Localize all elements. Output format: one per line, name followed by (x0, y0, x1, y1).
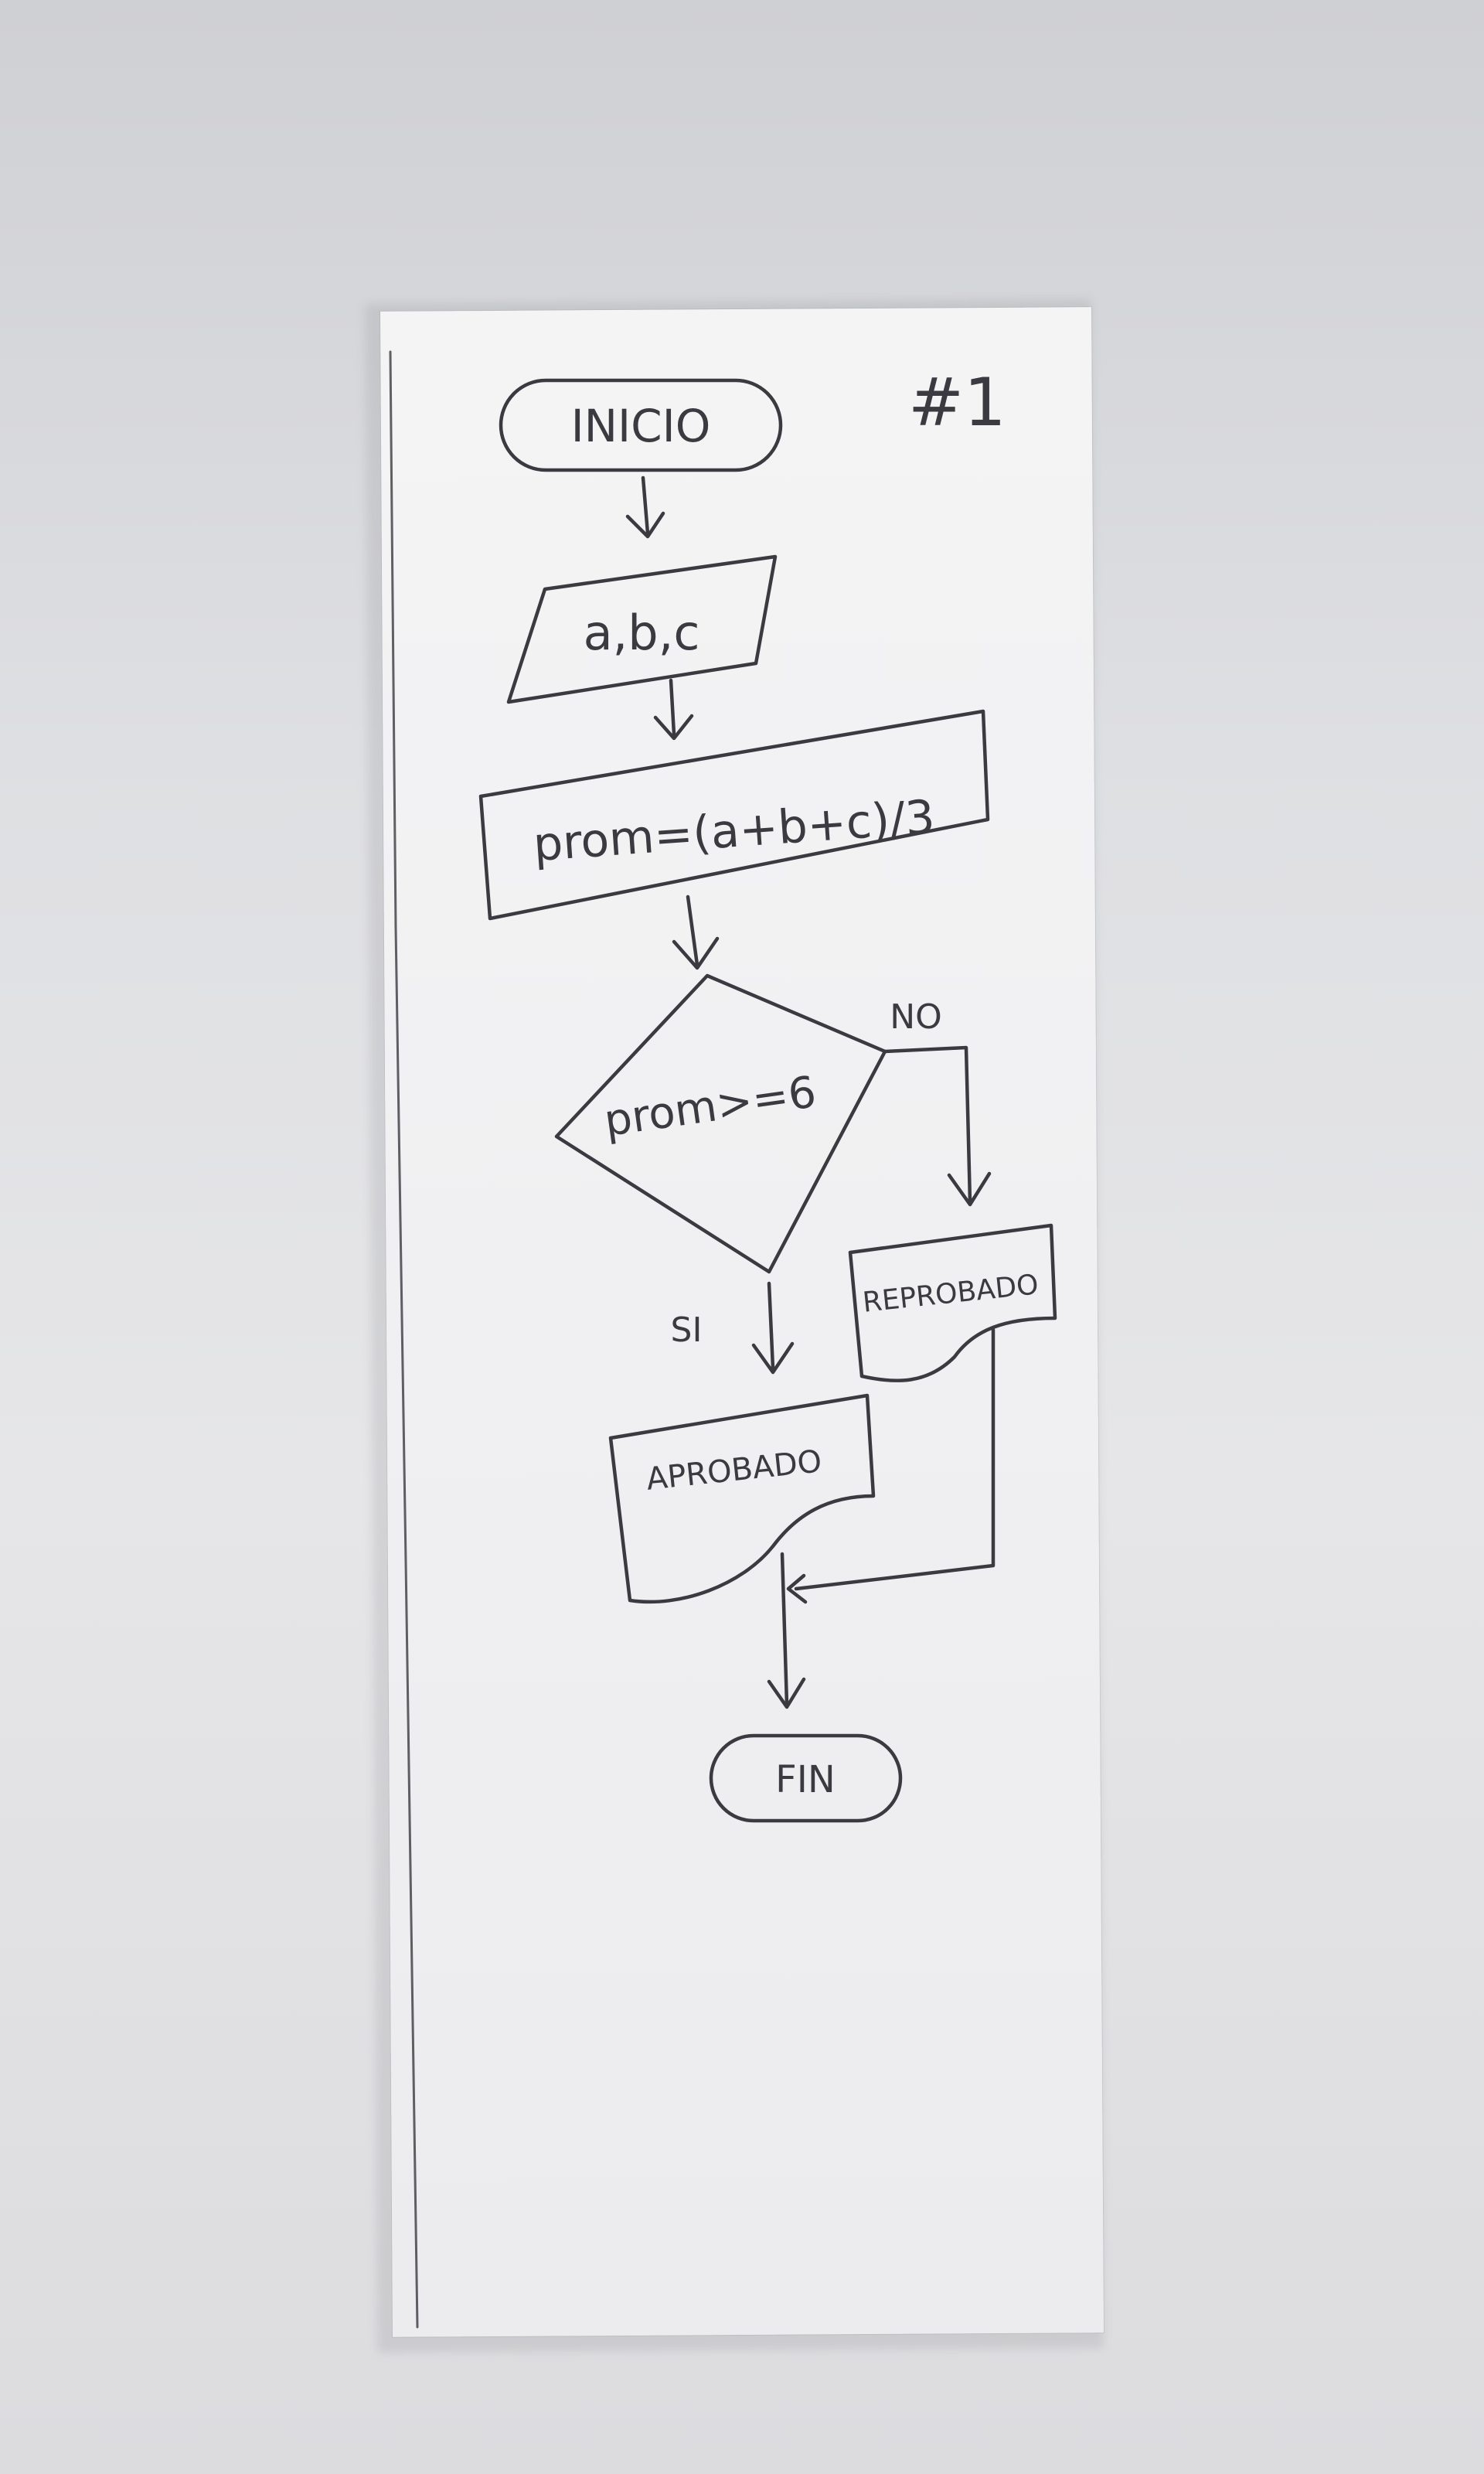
arrowhead (672, 936, 720, 970)
output-no-label: REPROBADO (861, 1269, 1040, 1319)
no-branch-line (883, 1045, 972, 1205)
arrowhead (947, 1171, 992, 1207)
input-parallelogram (506, 554, 778, 704)
start-terminal (499, 378, 783, 472)
decision-label: prom>=6 (601, 1067, 819, 1147)
arrowhead (786, 1573, 808, 1604)
no-branch-label: NO (890, 997, 942, 1037)
decision-diamond (554, 973, 887, 1274)
arrowhead (767, 1677, 806, 1709)
process-box (478, 709, 990, 921)
merge-to-end-line (780, 1552, 789, 1707)
paper-margin-line (389, 350, 419, 2329)
output-no-document (848, 1223, 1057, 1382)
output-yes-document (608, 1393, 876, 1604)
no-merge-line (794, 1327, 996, 1591)
arrow-process-to-decision (686, 895, 699, 967)
yes-branch-line (767, 1281, 775, 1371)
arrowhead (751, 1341, 795, 1375)
start-label: INICIO (571, 400, 711, 452)
arrowhead (625, 511, 665, 539)
input-label: a,b,c (584, 605, 700, 661)
end-label: FIN (775, 1758, 836, 1801)
output-yes-label: APROBADO (645, 1443, 823, 1498)
process-label: prom=(a+b+c)/3 (532, 790, 937, 872)
page-number: #1 (908, 364, 1006, 441)
arrow-start-to-input (641, 475, 650, 536)
arrow-input-to-process (669, 678, 676, 737)
yes-branch-label: SI (671, 1310, 703, 1350)
end-terminal (709, 1733, 903, 1823)
arrowhead (653, 714, 694, 741)
